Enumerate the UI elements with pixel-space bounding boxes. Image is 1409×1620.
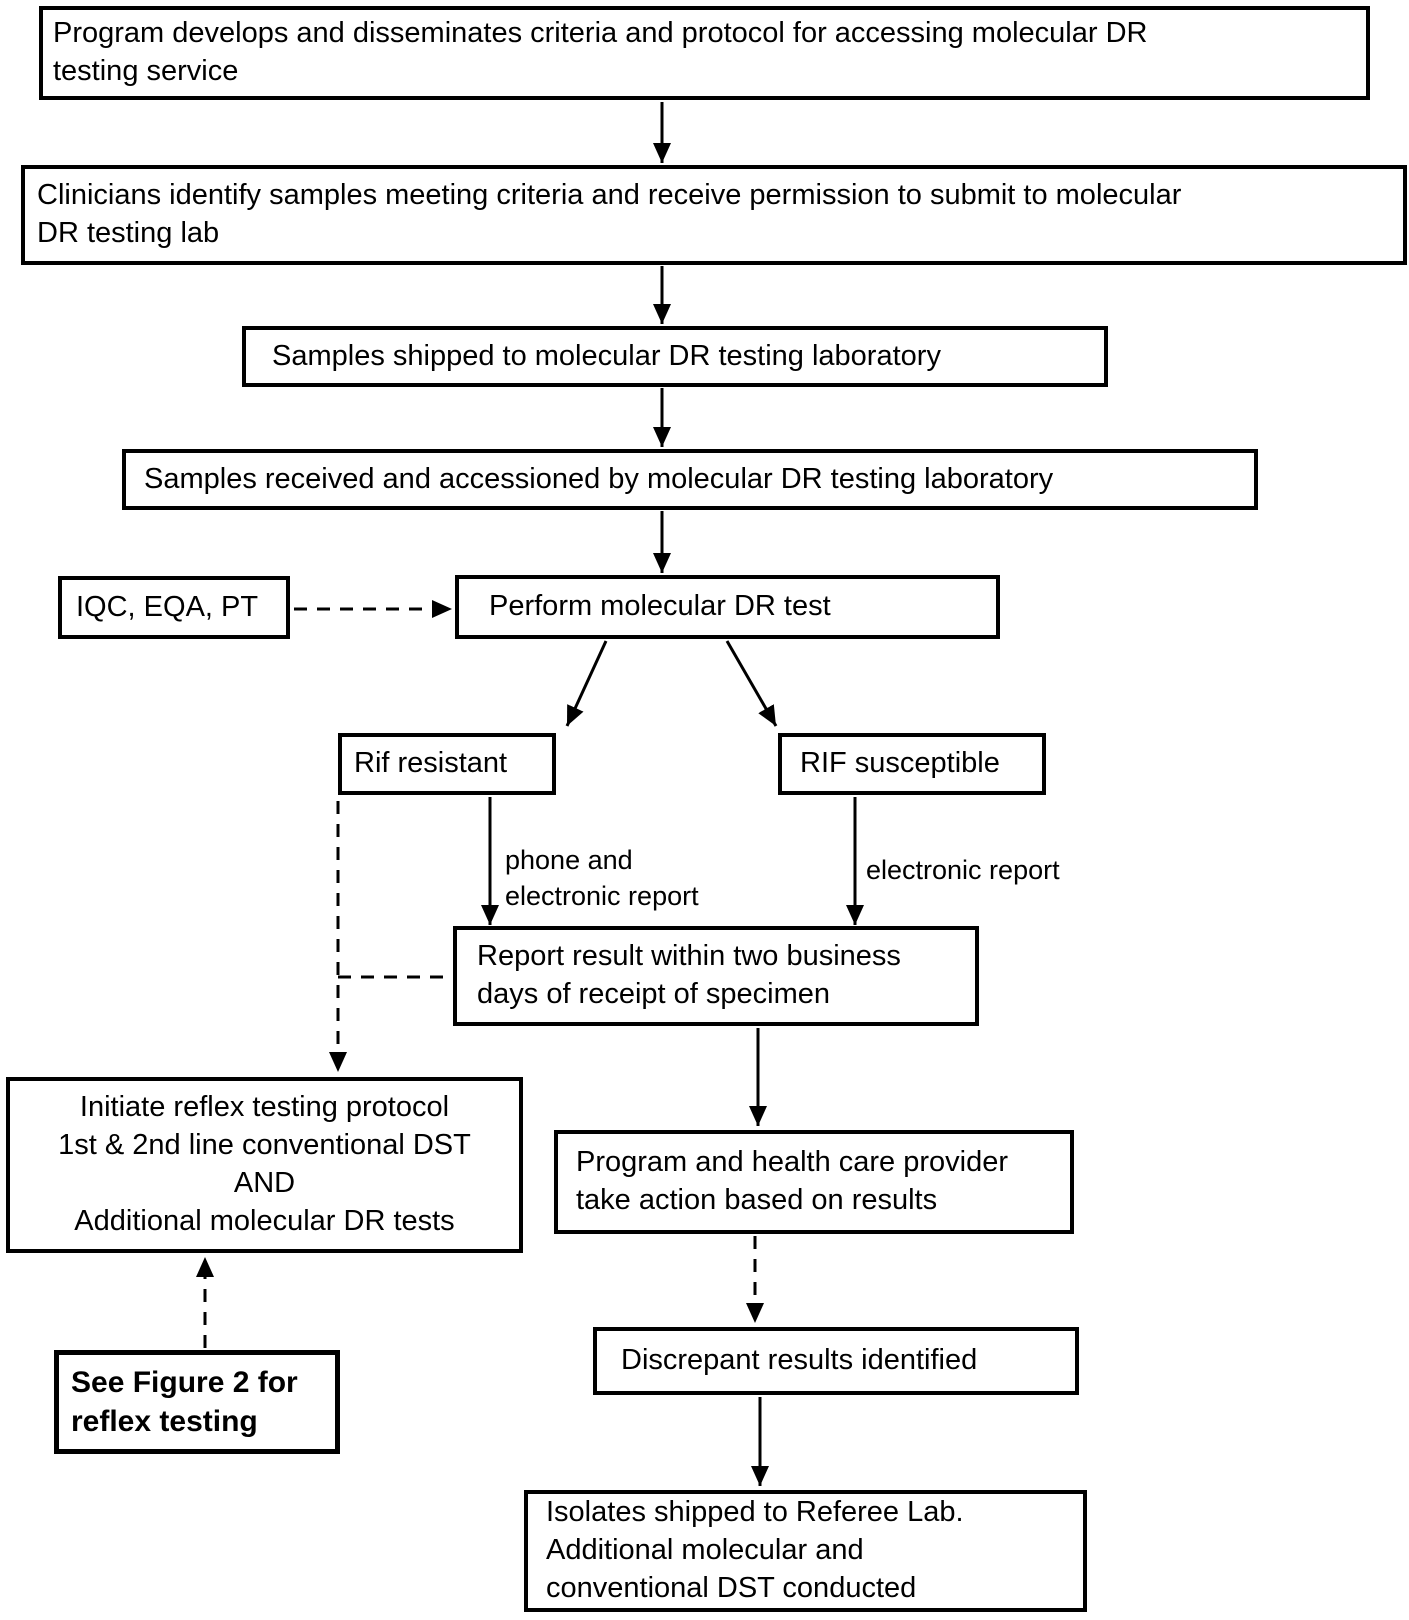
box-rif-resistant: Rif resistant — [338, 733, 556, 795]
box-samples-received: Samples received and accessioned by mole… — [122, 449, 1258, 510]
box-isolates-shipped: Isolates shipped to Referee Lab. Additio… — [524, 1490, 1087, 1612]
box-program-provider-action: Program and health care provider take ac… — [554, 1130, 1074, 1234]
box-discrepant-results: Discrepant results identified — [593, 1327, 1079, 1395]
arrow-perform-to-rif-susceptible — [725, 640, 778, 727]
box-report-result: Report result within two business days o… — [453, 926, 979, 1026]
box-perform-molecular-dr-test: Perform molecular DR test — [455, 575, 1000, 639]
box-iqc-eqa-pt: IQC, EQA, PT — [58, 576, 290, 639]
box-rif-susceptible: RIF susceptible — [778, 733, 1046, 795]
box-initiate-reflex-testing: Initiate reflex testing protocol 1st & 2… — [6, 1077, 523, 1253]
label-phone-electronic-report: phone and electronic report — [505, 845, 699, 911]
box-see-figure-2: See Figure 2 for reflex testing — [54, 1350, 340, 1454]
label-electronic-report: electronic report — [866, 855, 1060, 885]
arrow-perform-to-rif-resistant — [565, 640, 608, 727]
box-program-criteria: Program develops and disseminates criter… — [39, 6, 1370, 100]
box-clinicians-identify: Clinicians identify samples meeting crit… — [21, 165, 1407, 265]
box-samples-shipped: Samples shipped to molecular DR testing … — [242, 326, 1108, 387]
